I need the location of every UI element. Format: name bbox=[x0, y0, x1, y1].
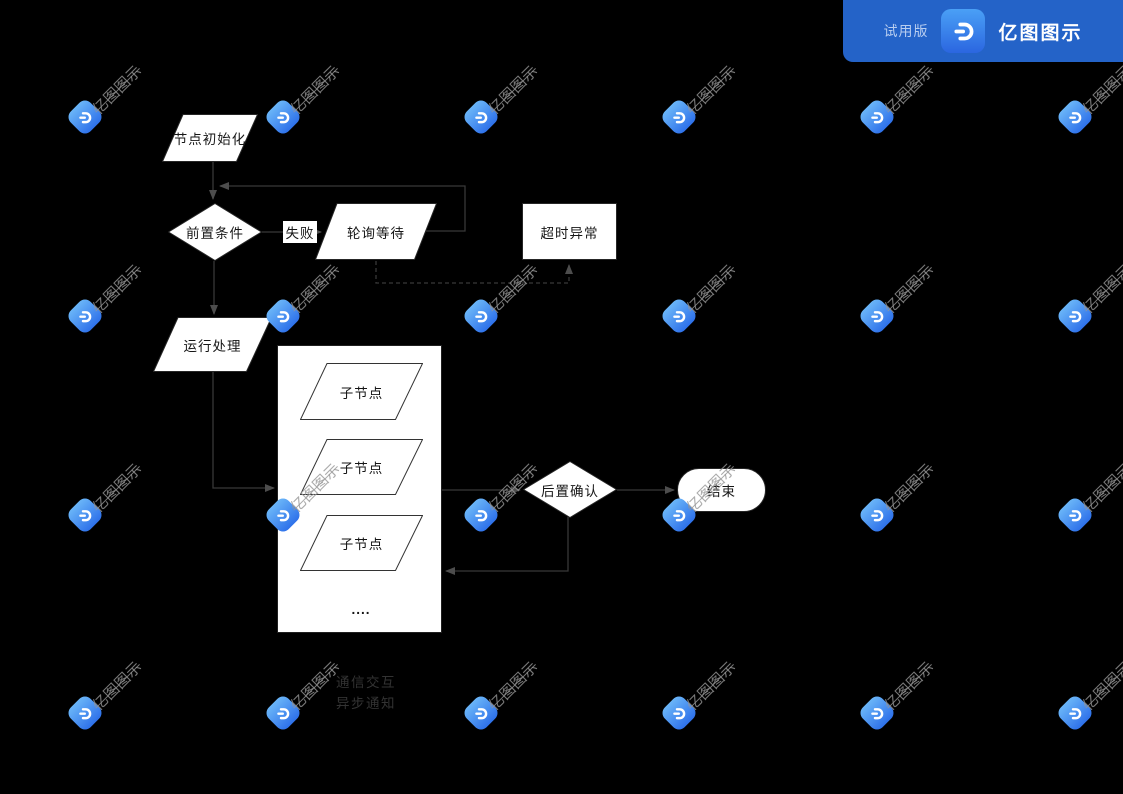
node-timeout[interactable]: 超时异常 bbox=[522, 203, 617, 260]
node-polling[interactable]: 轮询等待 bbox=[315, 203, 437, 260]
connector-run-to-group bbox=[212, 372, 275, 492]
node-child-1[interactable]: 子节点 bbox=[300, 363, 423, 420]
node-init-label: 节点初始化 bbox=[173, 132, 247, 147]
node-child-2[interactable]: 子节点 bbox=[300, 439, 423, 495]
node-post-confirm-label: 后置确认 bbox=[541, 483, 599, 499]
app-name-label: 亿图图示 bbox=[998, 22, 1083, 44]
node-precondition[interactable]: 前置条件 bbox=[168, 203, 262, 261]
edge-label-fail[interactable]: 失败 bbox=[283, 221, 317, 243]
legend-async-label: 异步通知 bbox=[336, 696, 396, 711]
trial-banner[interactable]: 试用版 亿图图示 bbox=[843, 0, 1123, 62]
node-timeout-label: 超时异常 bbox=[540, 225, 599, 241]
node-child-3-label: 子节点 bbox=[339, 537, 384, 552]
trial-version-label: 试用版 bbox=[883, 23, 929, 39]
node-child-1-label: 子节点 bbox=[339, 385, 384, 401]
node-end[interactable]: 结束 bbox=[677, 468, 766, 512]
node-end-label: 结束 bbox=[707, 484, 736, 499]
node-precondition-label: 前置条件 bbox=[186, 226, 244, 241]
connector-postconfirm-loopback bbox=[445, 517, 569, 575]
node-ellipsis-label: .... bbox=[351, 601, 371, 617]
connector-polling-loopback bbox=[219, 182, 466, 232]
connector-polling-to-timeout-dashed bbox=[375, 261, 573, 284]
node-child-2-label: 子节点 bbox=[339, 461, 384, 476]
node-run[interactable]: 运行处理 bbox=[153, 317, 272, 372]
node-run-label: 运行处理 bbox=[183, 338, 242, 354]
node-ellipsis[interactable]: .... bbox=[340, 598, 382, 620]
node-init[interactable]: 节点初始化 bbox=[162, 114, 258, 162]
legend-communication-label: 通信交互 bbox=[336, 675, 396, 690]
edraw-app-icon bbox=[941, 9, 986, 53]
edge-label-fail-text: 失败 bbox=[285, 226, 315, 241]
node-polling-label: 轮询等待 bbox=[347, 225, 405, 241]
node-child-3[interactable]: 子节点 bbox=[300, 515, 423, 571]
node-post-confirm[interactable]: 后置确认 bbox=[523, 461, 617, 518]
